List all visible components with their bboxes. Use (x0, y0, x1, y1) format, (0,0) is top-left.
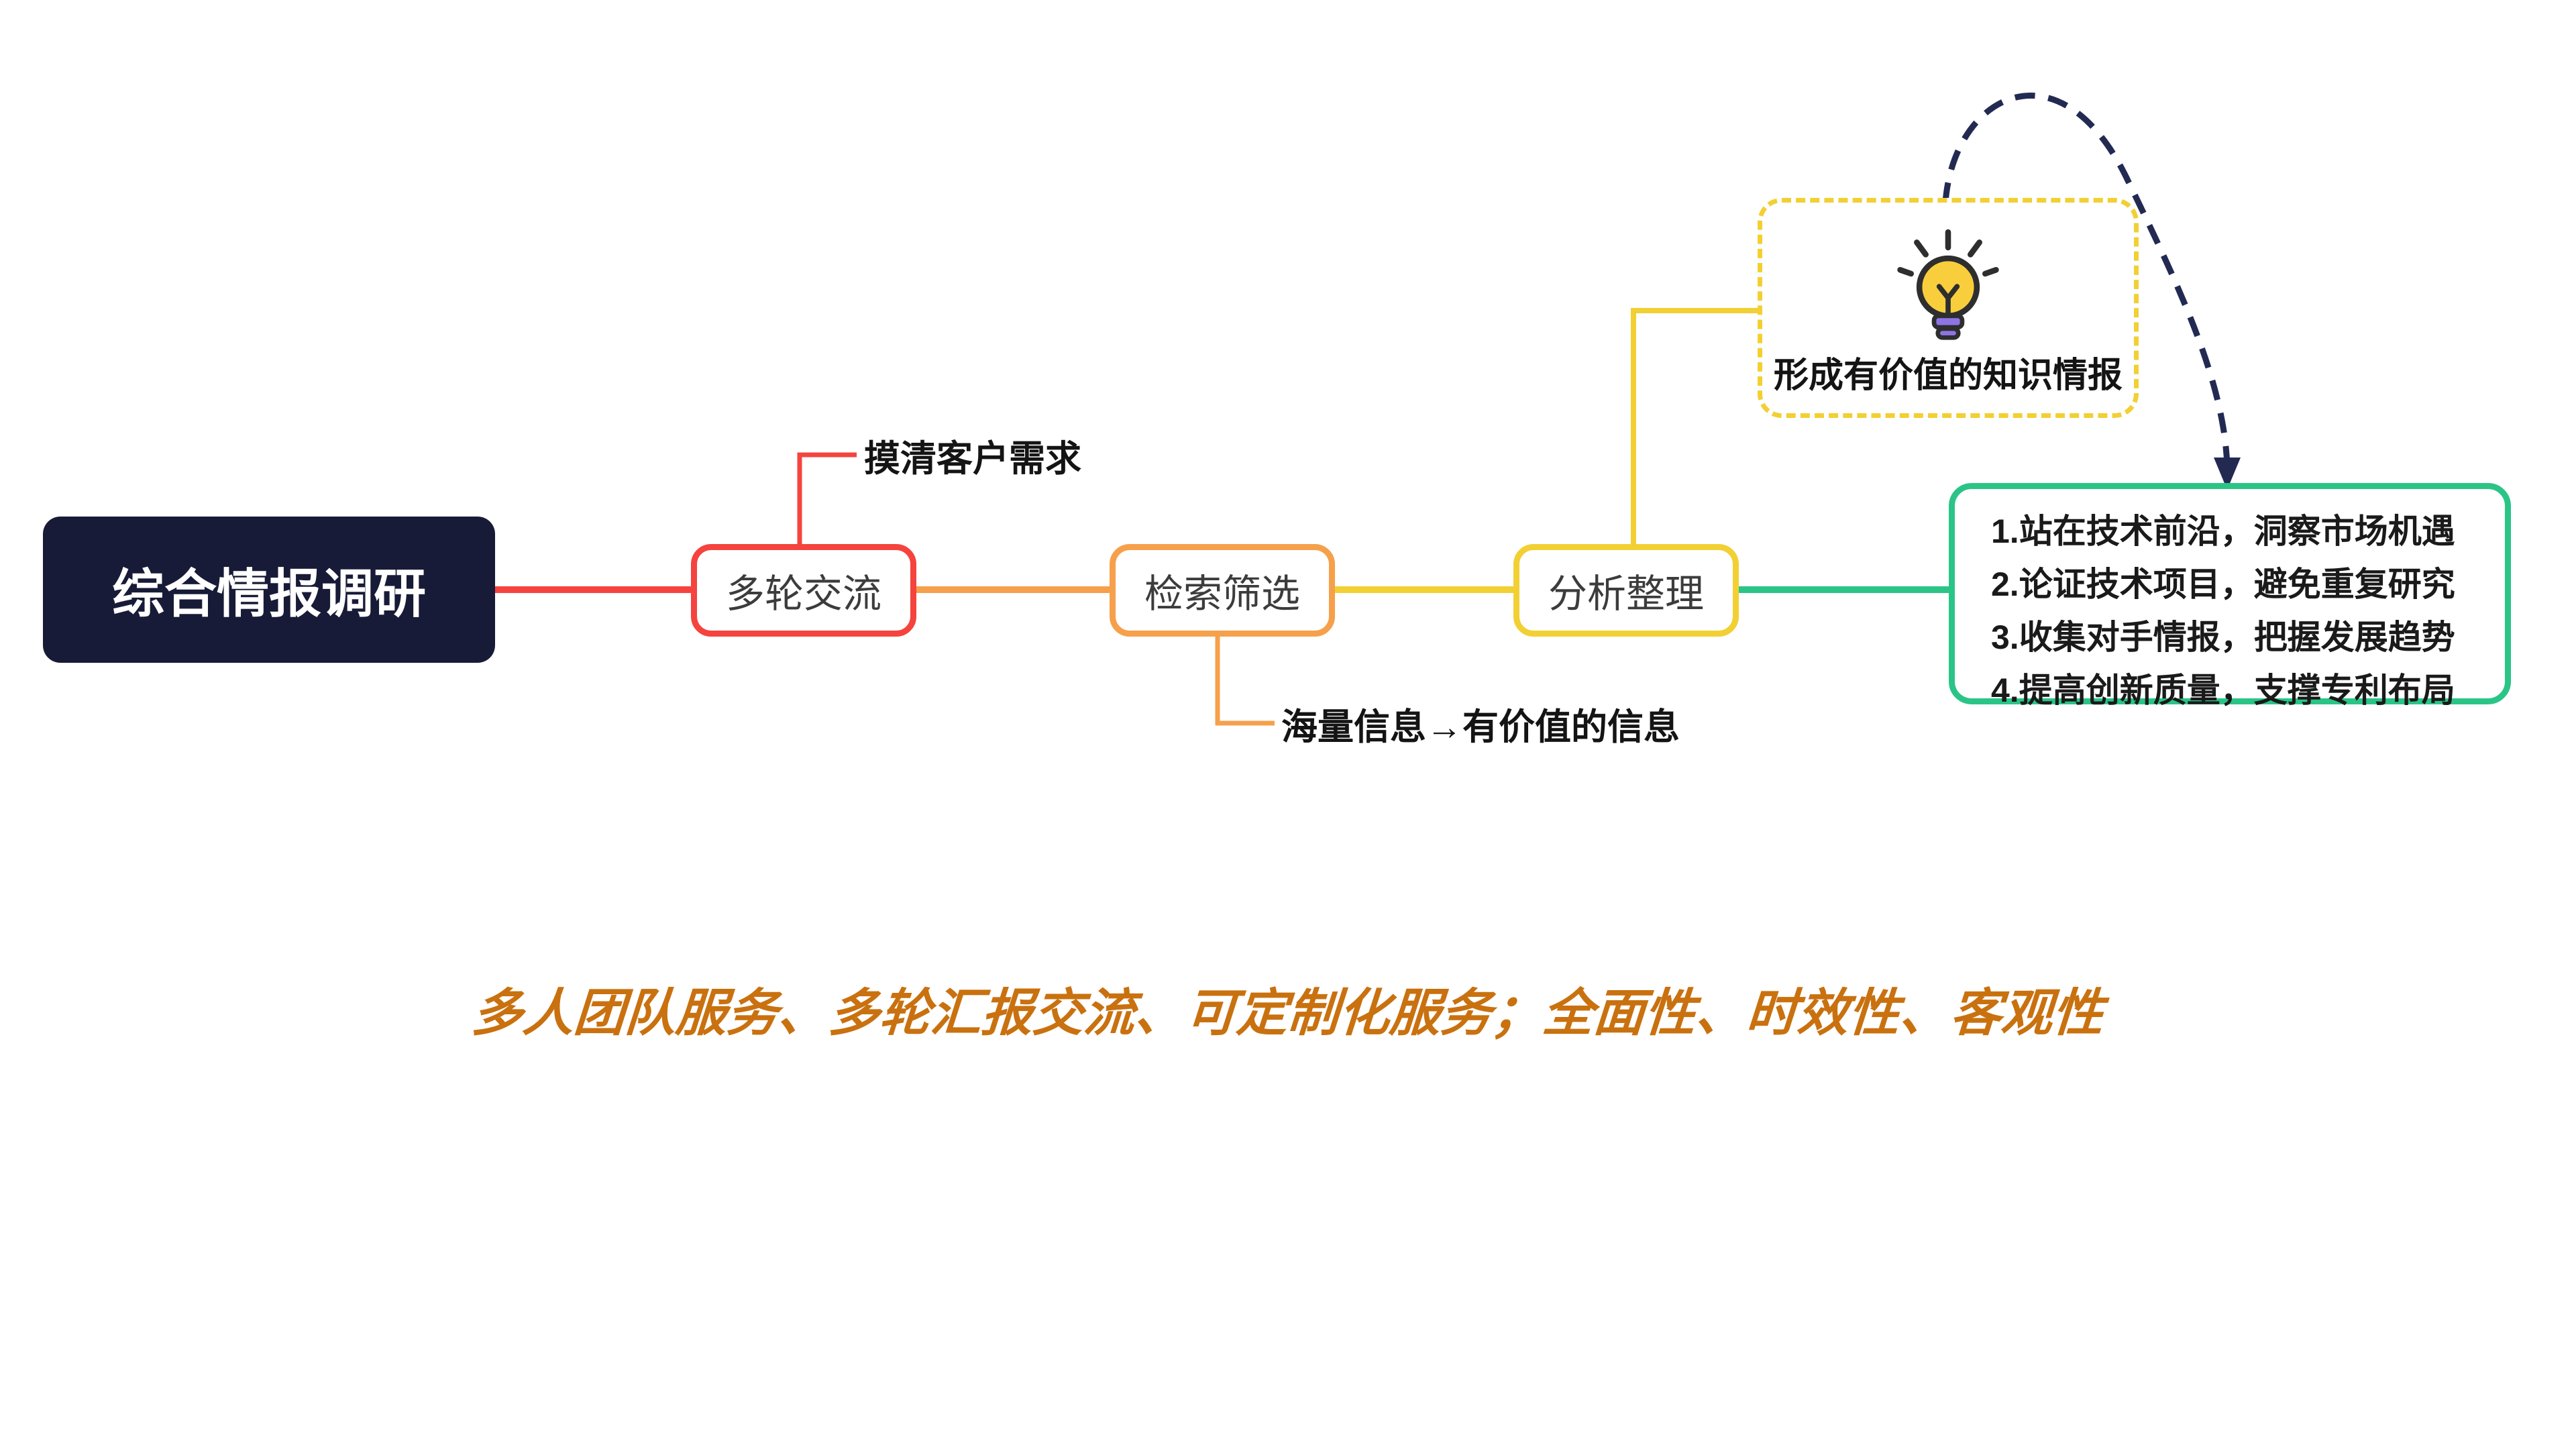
root-node[interactable]: 综合情报调研 (43, 517, 495, 663)
annotation-text: 摸清客户需求 (864, 438, 1081, 479)
arrowhead-icon (2214, 458, 2241, 490)
lightbulb-icon (1897, 229, 1999, 340)
idea-box-label: 形成有价值的知识情报 (1773, 356, 2123, 395)
footer-slogan: 多人团队服务、多轮汇报交流、可定制化服务；全面性、时效性、客观性 (470, 985, 2106, 1042)
idea-box[interactable]: 形成有价值的知识情报 (1758, 198, 2139, 418)
idea-to-result-dashed-arrow (1942, 93, 2231, 467)
node-label: 多轮交流 (725, 572, 881, 616)
connector-node1-to-annotation1 (797, 452, 857, 546)
result-line: 4.提高创新质量，支撑专利布局 (1991, 672, 2455, 709)
node-analyze-organize[interactable]: 分析整理 (1513, 544, 1739, 637)
result-line: 1.站在技术前沿，洞察市场机遇 (1991, 513, 2455, 550)
connector-node3-to-idea-box (1631, 308, 1760, 546)
result-line: 2.论证技术项目，避免重复研究 (1991, 566, 2455, 603)
node-label: 分析整理 (1548, 572, 1704, 616)
result-box[interactable]: 1.站在技术前沿，洞察市场机遇 2.论证技术项目，避免重复研究 3.收集对手情报… (1949, 483, 2511, 709)
node-multi-round-communication[interactable]: 多轮交流 (691, 544, 916, 637)
annotation-mass-info[interactable]: 海量信息→有价值的信息 (1281, 702, 1680, 747)
annotation-text: 海量信息→有价值的信息 (1281, 706, 1680, 747)
annotation-customer-needs[interactable]: 摸清客户需求 (864, 433, 1081, 479)
root-node-label: 综合情报调研 (111, 564, 426, 623)
connector-node2-to-annotation2 (1215, 635, 1275, 726)
node-search-filter[interactable]: 检索筛选 (1110, 544, 1335, 637)
node-label: 检索筛选 (1144, 572, 1300, 616)
result-line: 3.收集对手情报，把握发展趋势 (1991, 619, 2455, 656)
